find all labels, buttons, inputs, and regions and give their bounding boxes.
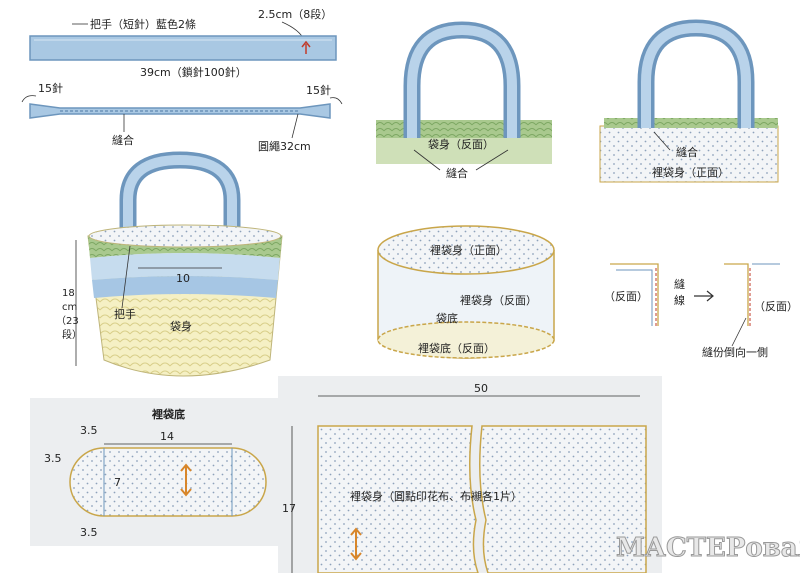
lining-base bbox=[377, 321, 555, 359]
watermark-logo: МАСТЕРоваЯ bbox=[616, 533, 800, 563]
lining-side-label: 裡袋身（反面） bbox=[460, 293, 537, 307]
outer-body-label: 袋身（反面） bbox=[428, 137, 494, 151]
seam-line-char-2: 線 bbox=[674, 293, 685, 307]
seam-left-back: （反面） bbox=[604, 290, 648, 303]
handle-attach-outer: 袋身（反面） 縫合 bbox=[376, 21, 552, 180]
body-pattern-width: 50 bbox=[474, 382, 488, 395]
base-margin-bottom: 3.5 bbox=[80, 526, 98, 539]
strap-folded-diagram: 15針 15針 縫合 圓繩32cm bbox=[21, 81, 343, 153]
handle-attach-lining: 縫合 裡袋身（正面） bbox=[599, 19, 779, 183]
strap-height-arrow-icon bbox=[301, 40, 311, 54]
strap-rope-label: 圓繩32cm bbox=[258, 139, 311, 153]
lining-body-label: 裡袋身（正面） bbox=[652, 165, 729, 179]
seam-allowance-note: 縫份倒向一側 bbox=[702, 345, 768, 359]
strap-height-note: 2.5cm（8段） bbox=[258, 7, 332, 21]
body-pattern-shape-right bbox=[479, 425, 647, 573]
base-pattern-shape bbox=[69, 447, 267, 517]
bag-height-label-1: 18 bbox=[62, 288, 75, 299]
base-pattern-panel: 裡袋底 14 3.5 3.5 7 3.5 bbox=[30, 398, 290, 546]
finished-bag: 10 把手 袋身 18 cm （23 段） bbox=[56, 151, 283, 377]
bag-height-label-3: （23 bbox=[56, 315, 79, 327]
body-pattern-shape-left bbox=[317, 425, 479, 573]
strap-right-stitches: 15針 bbox=[306, 83, 331, 97]
strap-seam-label: 縫合 bbox=[112, 133, 134, 147]
seam-line-char-1: 縫 bbox=[674, 277, 685, 291]
strap-length-note: 39cm（鎖針100針） bbox=[140, 65, 247, 79]
bag-handle-label: 把手 bbox=[114, 307, 136, 321]
bag-height-label-2: cm bbox=[62, 302, 77, 313]
bag-body-label: 袋身 bbox=[170, 319, 192, 333]
seam-right-back: （反面） bbox=[754, 300, 798, 313]
base-margin-left: 3.5 bbox=[44, 452, 62, 465]
body-pattern-label: 裡袋身（圓點印花布、布襯各1片） bbox=[350, 489, 522, 503]
body-pattern-panel: 50 17 裡袋身（圓點印花布、布襯各1片） bbox=[278, 376, 662, 573]
seam-detail: （反面） 縫 線 （反面） 縫份倒向一側 bbox=[604, 263, 798, 359]
lining-seam-label: 縫合 bbox=[676, 145, 698, 159]
lining-base-back-label: 裡袋底（反面） bbox=[418, 341, 495, 355]
right-arrow-icon bbox=[694, 290, 714, 302]
lining-assembly: 裡袋身（正面） 裡袋身（反面） 袋底 裡袋底（反面） bbox=[377, 225, 555, 359]
body-grain-arrow-icon bbox=[350, 527, 362, 561]
base-pattern-title: 裡袋底 bbox=[151, 407, 185, 421]
strap-left-stitches: 15針 bbox=[38, 81, 63, 95]
strap-title: 把手（短針）藍色2條 bbox=[90, 17, 196, 31]
bag-handle-gap: 10 bbox=[176, 272, 190, 285]
base-margin-top: 3.5 bbox=[80, 424, 98, 437]
base-pattern-length: 14 bbox=[160, 430, 174, 443]
lining-top-label: 裡袋身（正面） bbox=[430, 243, 507, 257]
grain-arrow-icon bbox=[180, 463, 192, 497]
outer-seam-label: 縫合 bbox=[446, 166, 468, 180]
lining-top-opening bbox=[377, 225, 555, 275]
base-pattern-height: 7 bbox=[114, 476, 121, 489]
lining-base-label: 袋底 bbox=[436, 311, 458, 325]
strap-diagram: 把手（短針）藍色2條 2.5cm（8段） 39cm（鎖針100針） bbox=[29, 7, 337, 79]
body-pattern-height: 17 bbox=[282, 502, 296, 515]
bag-height-label-4: 段） bbox=[62, 328, 82, 341]
